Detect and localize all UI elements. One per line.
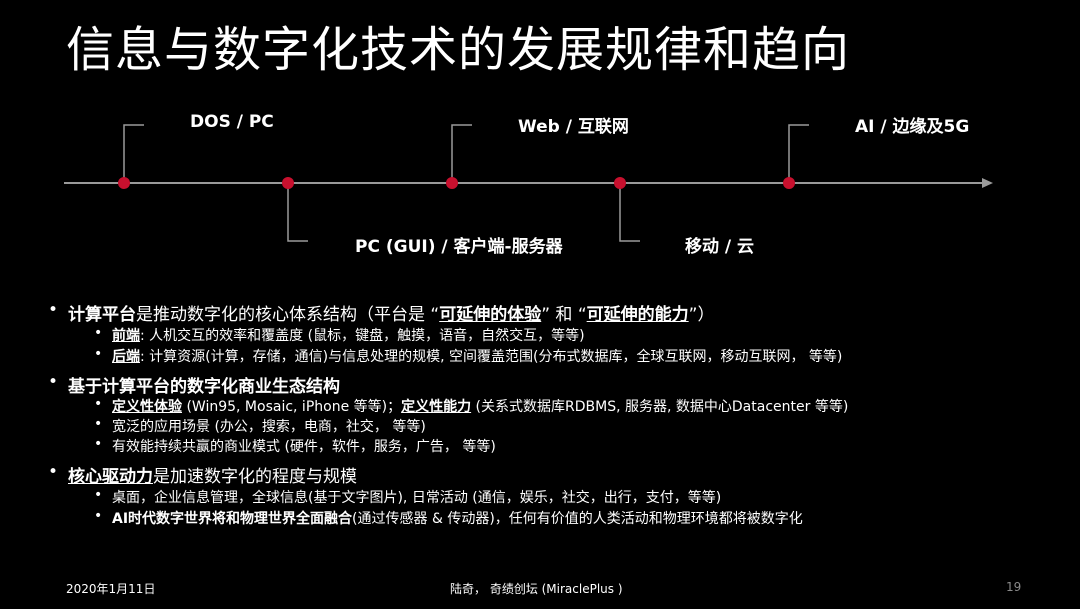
milestone-label-mobile: 移动 / 云 xyxy=(685,237,755,257)
connector-pc-gui xyxy=(287,184,308,242)
timeline-arrowhead xyxy=(982,178,993,188)
bullet-dot: • xyxy=(48,300,59,320)
milestone-dot-pc-gui xyxy=(282,177,294,189)
timeline-graphic xyxy=(64,124,993,242)
connector-ai xyxy=(788,124,809,182)
slide-title: 信息与数字化技术的发展规律和趋向 xyxy=(66,22,851,78)
footer-author: 陆奇， 奇绩创坛 (MiraclePlus ) xyxy=(450,582,623,596)
milestone-label-web: Web / 互联网 xyxy=(518,117,629,137)
milestone-dot-dos-pc xyxy=(118,177,130,189)
footer-date: 2020年1月11日 xyxy=(66,582,156,596)
milestone-label-dos-pc: DOS / PC xyxy=(190,112,274,132)
connector-dos-pc xyxy=(123,124,144,182)
bullet-dot: • xyxy=(48,462,59,482)
milestone-dot-mobile xyxy=(614,177,626,189)
milestone-label-ai: AI / 边缘及5G xyxy=(855,117,970,137)
connector-web xyxy=(451,124,472,182)
milestone-dot-ai xyxy=(783,177,795,189)
milestone-label-pc-gui: PC (GUI) / 客户端-服务器 xyxy=(355,237,563,257)
connector-mobile xyxy=(619,184,640,242)
milestone-dot-web xyxy=(446,177,458,189)
bullet-dot: • xyxy=(48,372,59,392)
bullet-text: 计算平台是推动数字化的核心体系结构（平台是 “可延伸的体验” 和 “可延伸的能力… xyxy=(68,305,715,325)
footer-page-number: 19 xyxy=(1006,580,1022,594)
